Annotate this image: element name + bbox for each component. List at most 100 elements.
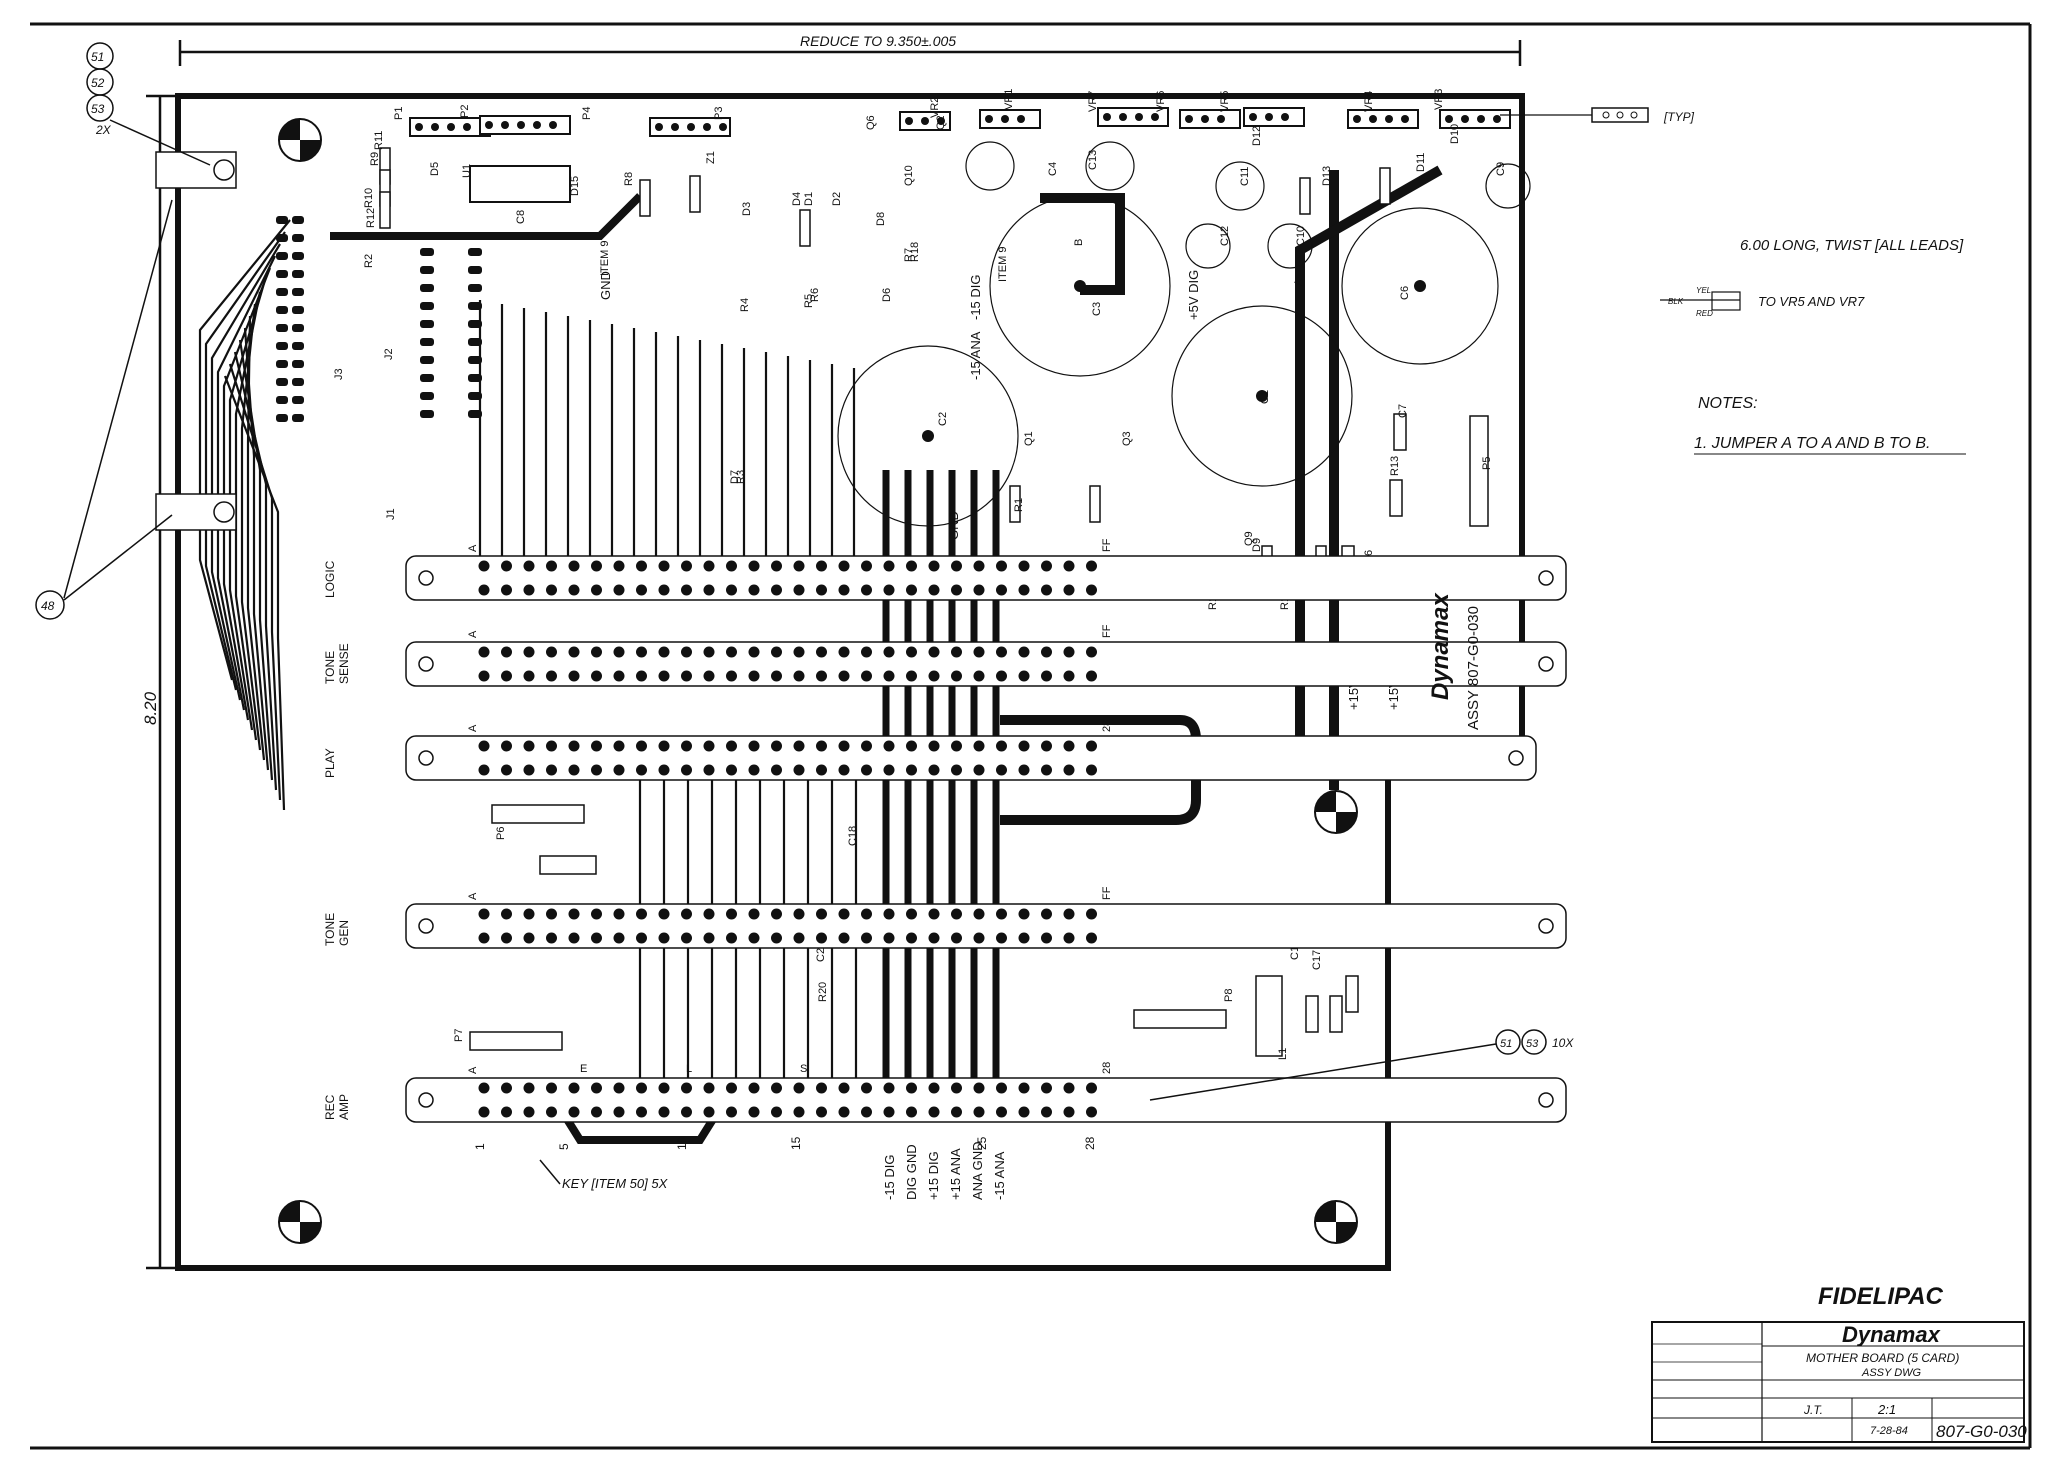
signal-trace (204, 231, 286, 691)
small-capacitor (1267, 223, 1313, 269)
slot-pin-pad (883, 584, 895, 596)
component-label: VR7 (1087, 91, 1099, 112)
component-label: A (1293, 278, 1305, 286)
small-capacitor (1185, 223, 1231, 269)
connector-pad (292, 324, 304, 332)
slot-pin-pad (771, 932, 782, 944)
slot-pin-pad (996, 670, 1007, 682)
connector-pad (468, 410, 482, 418)
slot-pin-pad (478, 670, 490, 682)
header-p7-top (539, 855, 597, 875)
slot-pin-pad (568, 932, 580, 944)
component-label: D12 (1251, 126, 1263, 146)
connector-pad (276, 216, 288, 224)
slot-pin-pad (1086, 1106, 1097, 1118)
slot-pin-pad (681, 908, 692, 920)
slot-pin-pad (1018, 584, 1030, 596)
slot-pin-pad (973, 764, 985, 776)
slot-pin-pad (726, 764, 737, 776)
slot-pin-pad (501, 1106, 512, 1118)
slot-pin-pad (523, 740, 535, 752)
slot-pin-pad (973, 560, 985, 572)
slot-pin-pad (568, 646, 580, 658)
slot-pin-pad (951, 646, 962, 658)
slot-pin-pad (523, 670, 535, 682)
slot-name: TONE (323, 651, 337, 684)
slot-pin-pad (861, 1106, 872, 1118)
slot-pin-pad (928, 670, 940, 682)
signal-trace (198, 219, 291, 681)
slot-pin-pad (748, 1106, 760, 1118)
slot-pin-pad (546, 764, 557, 776)
inductor-l1 (1255, 975, 1283, 1057)
slot-pin-pad (1086, 764, 1097, 776)
slot-pin-pad (1086, 908, 1097, 920)
component-label: D4 (791, 192, 803, 206)
callout-53: 53 (91, 102, 105, 116)
slot-pin-pad (1018, 908, 1030, 920)
connector-pad (420, 302, 434, 310)
component-label: P5 (1481, 457, 1493, 470)
resistor (1345, 975, 1359, 1013)
edge-letter: E (580, 1063, 587, 1075)
component-label: U1 (461, 164, 473, 178)
component-label: C8 (515, 210, 527, 224)
slot-pin-pad (793, 764, 805, 776)
slot-pin-pad (838, 1082, 850, 1094)
slot-pin-pad (726, 740, 737, 752)
slot-pin-pad (838, 1106, 850, 1118)
slot-pin-pad (546, 646, 557, 658)
slot-pin-pad (771, 740, 782, 752)
component-label: VR5 (1219, 91, 1231, 112)
header-pin (1201, 115, 1209, 123)
slot-pin-pad (771, 908, 782, 920)
slot-pin-pad (838, 646, 850, 658)
connector-pad (276, 360, 288, 368)
component-label: Q3 (1121, 431, 1133, 446)
slot-pin-pad (973, 670, 985, 682)
slot-pin-pad (1063, 1082, 1075, 1094)
slot-pin-pad (771, 646, 782, 658)
slot-name: REC (323, 1094, 337, 1120)
component-label: C13 (1087, 150, 1099, 170)
component-label: D8 (875, 212, 887, 226)
slot-pin-pad (478, 764, 490, 776)
slot-key-hole (1508, 750, 1524, 766)
slot-pin-pad (951, 740, 962, 752)
header-pin (1151, 113, 1159, 121)
slot-pin-pad (591, 560, 602, 572)
component-label: Q2 (935, 115, 947, 130)
slot-pin-pad (636, 670, 647, 682)
slot-start-label: A (467, 892, 479, 900)
slot-pin-pad (478, 1106, 490, 1118)
notes-panel: 6.00 LONG, TWIST [ALL LEADS] YEL BLK RED… (1660, 237, 1966, 455)
slot-key-hole (1538, 1092, 1554, 1108)
connector-pad (420, 284, 434, 292)
header-pin (533, 121, 541, 129)
bus-label: -15 ANA (992, 1151, 1007, 1200)
electrolytic-capacitor (989, 195, 1171, 377)
slot-end-label: 28 (1101, 1062, 1113, 1074)
header-pin (985, 115, 993, 123)
slot-pin-pad (681, 1106, 692, 1118)
slot-pin-pad (478, 646, 490, 658)
callout-51-right: 51 (1500, 1038, 1512, 1050)
header-pin (687, 123, 695, 131)
slot-pin-pad (793, 584, 805, 596)
slot-pin-pad (1063, 908, 1075, 920)
slot-pin-pad (906, 1082, 917, 1094)
slot-pin-pad (501, 908, 512, 920)
component-label: L1 (1277, 1048, 1289, 1060)
slot-pin-pad (501, 932, 512, 944)
edge-number: 5 (557, 1143, 571, 1150)
header-pin (937, 117, 945, 125)
mounting-target (1314, 790, 1358, 834)
component-label: R6 (809, 288, 821, 302)
slot-pin-pad (1018, 670, 1030, 682)
slot-pin-pad (1018, 740, 1030, 752)
slot-pin-pad (748, 764, 760, 776)
header-pin (1103, 113, 1111, 121)
capacitor-pad (1256, 390, 1268, 402)
header-connector (979, 109, 1041, 129)
